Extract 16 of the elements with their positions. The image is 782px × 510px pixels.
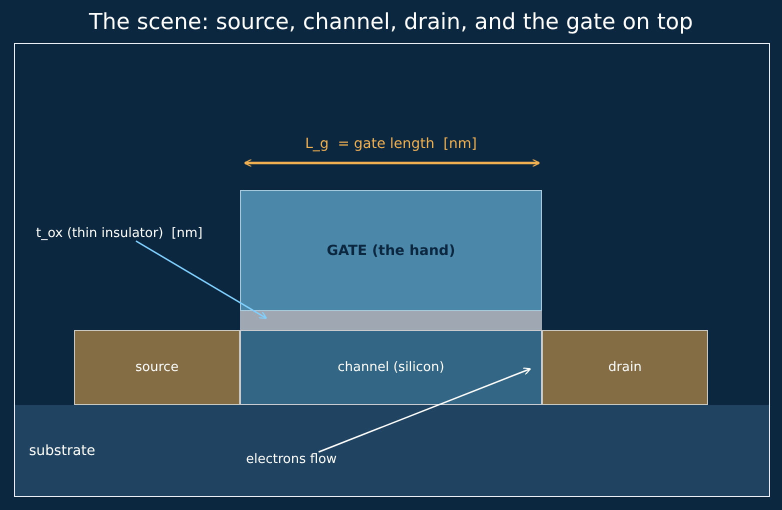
insulator-layer	[240, 311, 542, 330]
arrow	[318, 367, 532, 453]
title: The scene: source, channel, drain, and the gate on top	[88, 10, 694, 35]
annotation-text: t_ox (thin insulator) [nm]	[36, 226, 203, 241]
annotation-text: electrons flow	[246, 452, 337, 467]
region-label: channel (silicon)	[338, 360, 444, 375]
region-label: GATE (the hand)	[326, 242, 456, 258]
region-label: source	[135, 360, 179, 375]
region-label: substrate	[29, 442, 96, 458]
gate-block	[240, 190, 542, 311]
drain-region	[542, 330, 708, 405]
region-label: drain	[608, 360, 642, 375]
substrate-layer	[15, 405, 769, 496]
source-region	[74, 330, 240, 405]
leader-line	[136, 240, 268, 319]
dimension-label: L_g = gate length [nm]	[304, 136, 478, 152]
